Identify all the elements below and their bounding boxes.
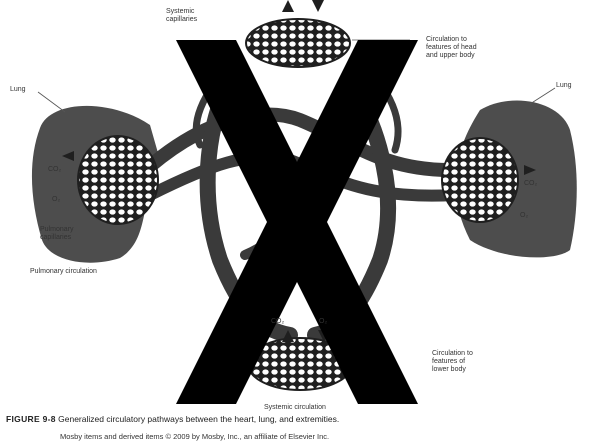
co2-right-label: CO₂ (524, 180, 537, 188)
pulmonary-circulation-label: Pulmonary circulation (30, 268, 97, 276)
o2-right-label: O₂ (520, 212, 528, 220)
co2-bottom-label: CO₂ (271, 318, 284, 326)
o2-bottom-label: O₂ (319, 318, 327, 326)
systemic-circulation-label: Systemic circulation (264, 404, 326, 412)
head-circulation-label: Circulation to features of head and uppe… (426, 36, 477, 60)
caption-text: Generalized circulatory pathways between… (58, 414, 339, 424)
figure-caption: FIGURE 9-8 Generalized circulatory pathw… (6, 414, 586, 424)
left-capillary-bed (78, 136, 158, 224)
systemic-capillaries-label: Systemic capillaries (166, 8, 197, 24)
right-lung-label: Lung (556, 82, 572, 90)
lower-body-circulation-label: Circulation to features of lower body (432, 350, 473, 374)
pulmonary-capillaries-label: Pulmonary capillaries (40, 226, 73, 242)
figure-number: FIGURE 9-8 (6, 414, 56, 424)
co2-left-label: CO₂ (48, 166, 61, 174)
copyright-credit: Mosby items and derived items © 2009 by … (60, 432, 580, 441)
left-lung-label: Lung (10, 86, 26, 94)
top-capillary-bed (246, 19, 350, 67)
o2-left-label: O₂ (52, 196, 60, 204)
right-capillary-bed (442, 138, 518, 222)
